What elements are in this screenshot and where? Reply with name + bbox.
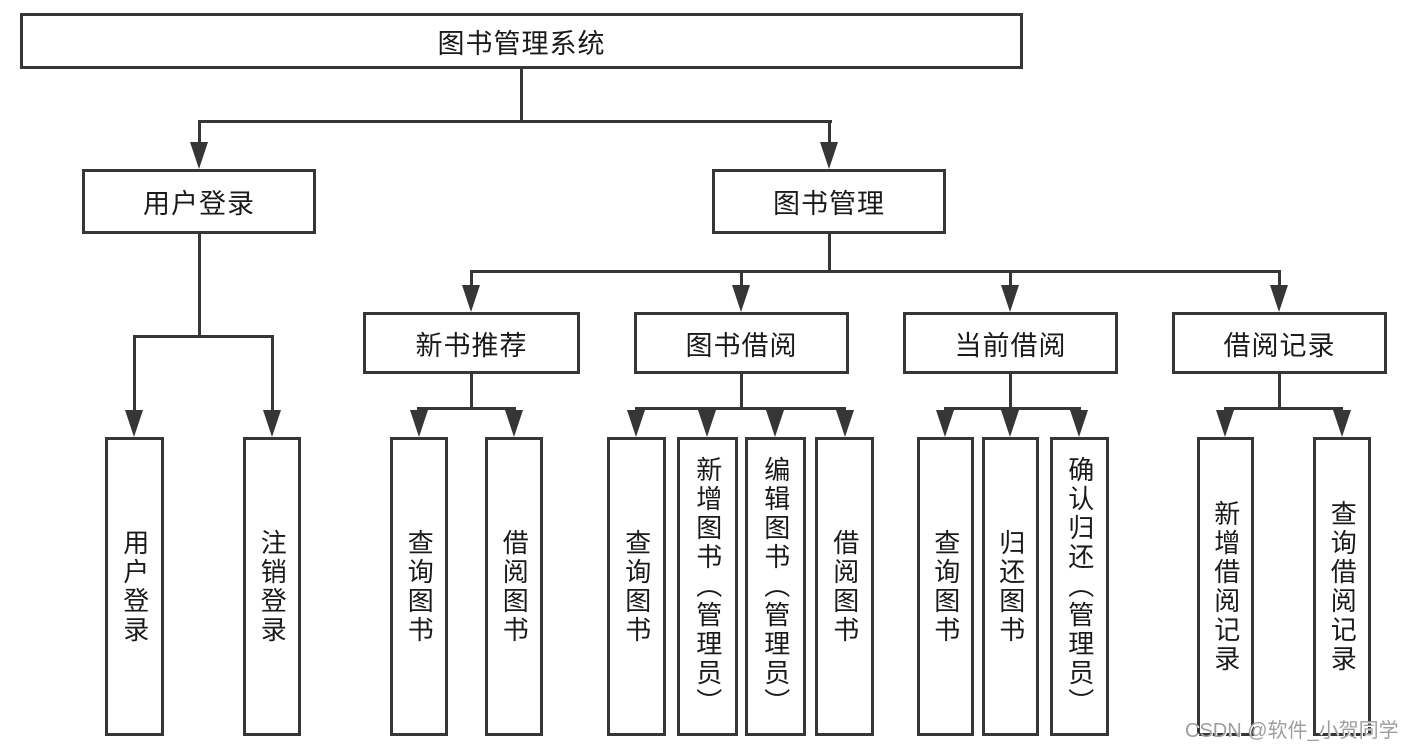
node-label: 借阅图书 [499,528,530,645]
arrowhead-down-icon [263,410,281,437]
arrowhead-down-icon [936,410,954,437]
leaf-query-borrow-record: 查询借阅记录 [1313,437,1371,736]
node-label: 查询借阅记录 [1327,499,1358,674]
connector-line [470,270,1281,273]
node-label: 图书管理系统 [437,28,606,59]
connector-line [740,270,743,290]
node-label: 新书推荐 [415,330,528,361]
connector-line [198,120,201,148]
connector-line [740,373,743,410]
node-label: 新增图书（管理员） [692,456,723,717]
connector-line [1224,407,1343,410]
leaf-borrow-books-recommend: 借阅图书 [485,437,543,736]
connector-line [635,407,846,410]
node-label: 查询图书 [930,528,961,645]
connector-line [133,335,274,338]
connector-line [1009,373,1012,410]
leaf-query-books-recommend: 查询图书 [390,437,448,736]
connector-line [1278,270,1281,290]
node-library-system: 图书管理系统 [20,13,1023,69]
connector-line [470,270,473,290]
arrowhead-down-icon [462,285,480,312]
node-label: 当前借阅 [954,330,1067,361]
node-label: 归还图书 [995,528,1026,645]
arrowhead-down-icon [820,142,838,169]
connector-line [944,407,1081,410]
node-label: 用户登录 [143,189,255,219]
leaf-borrow-books: 借阅图书 [815,437,874,736]
node-current-borrowing: 当前借阅 [903,312,1118,374]
leaf-add-books-admin: 新增图书（管理员） [677,437,738,736]
node-label: 确认归还（管理员） [1064,456,1095,717]
leaf-edit-books-admin: 编辑图书（管理员） [745,437,806,736]
arrowhead-down-icon [1001,410,1019,437]
node-label: 编辑图书（管理员） [760,456,791,717]
leaf-add-borrow-record: 新增借阅记录 [1197,437,1254,736]
connector-line [1278,373,1281,410]
connector-line [271,335,274,413]
arrowhead-down-icon [505,410,523,437]
arrowhead-down-icon [627,410,645,437]
node-label: 图书借阅 [685,330,798,361]
connector-line [520,68,523,123]
node-borrowing-records: 借阅记录 [1172,312,1387,374]
leaf-query-books-current: 查询图书 [917,437,974,736]
node-label: 查询图书 [404,528,435,645]
node-label: 借阅记录 [1223,330,1336,361]
arrowhead-down-icon [1333,410,1351,437]
arrowhead-down-icon [1001,285,1019,312]
node-new-book-recommend: 新书推荐 [363,312,580,374]
arrowhead-down-icon [410,410,428,437]
leaf-confirm-return-admin: 确认归还（管理员） [1050,437,1109,736]
connector-line [470,373,473,410]
leaf-user-login: 用户登录 [105,437,164,736]
leaf-query-books-borrowing: 查询图书 [607,437,666,736]
arrowhead-down-icon [1216,410,1234,437]
node-label: 查询图书 [621,528,652,645]
arrowhead-down-icon [1070,410,1088,437]
connector-line [828,120,831,148]
csdn-watermark: CSDN @软件_小贺同学 [1185,720,1399,742]
arrowhead-down-icon [732,285,750,312]
node-user-login-group: 用户登录 [82,169,316,234]
leaf-return-books: 归还图书 [982,437,1039,736]
node-label: 新增借阅记录 [1210,499,1241,674]
arrowhead-down-icon [766,410,784,437]
arrowhead-down-icon [190,142,208,169]
connector-line [1009,270,1012,290]
arrowhead-down-icon [1270,285,1288,312]
node-book-borrowing: 图书借阅 [634,312,849,374]
leaf-logout: 注销登录 [243,437,301,736]
connector-line [133,335,136,413]
arrowhead-down-icon [836,410,854,437]
node-label: 借阅图书 [829,528,860,645]
node-book-management: 图书管理 [712,169,946,234]
connector-line [417,407,516,410]
arrowhead-down-icon [125,410,143,437]
connector-line [828,233,831,273]
arrowhead-down-icon [698,410,716,437]
node-label: 用户登录 [119,528,150,645]
connector-line [198,120,832,123]
node-label: 图书管理 [773,189,885,219]
node-label: 注销登录 [257,528,288,645]
connector-line [198,233,201,337]
